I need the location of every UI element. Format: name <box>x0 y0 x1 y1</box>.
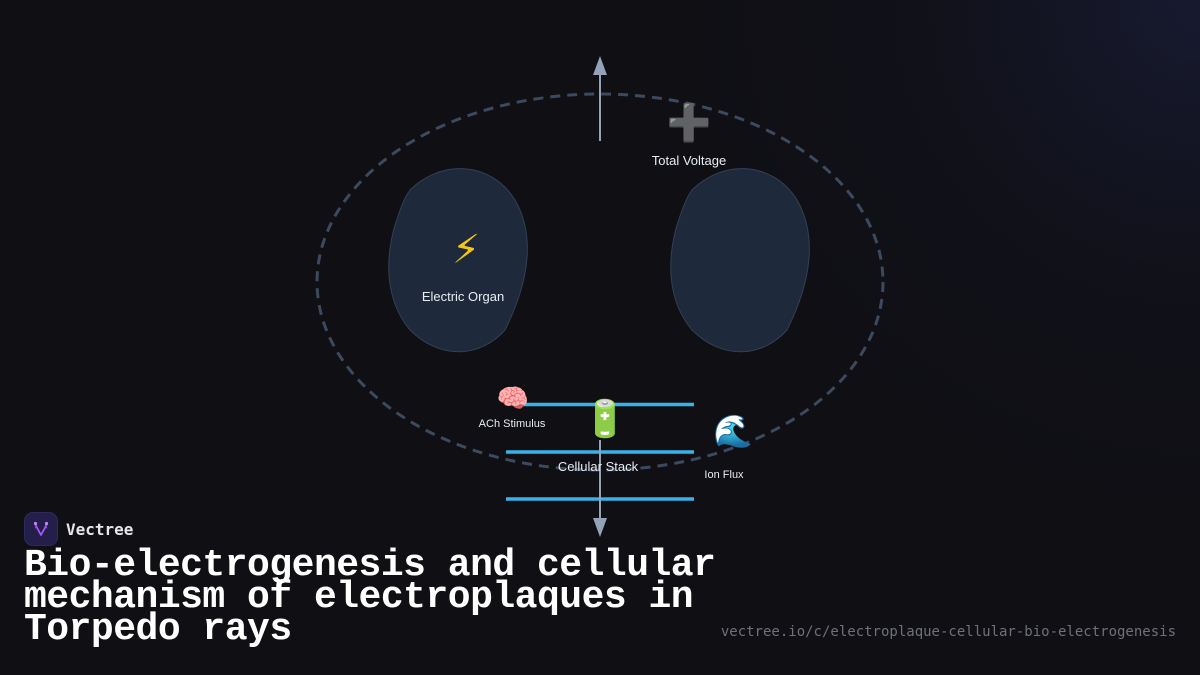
battery-icon: 🔋 <box>582 399 628 440</box>
brand: Vectree <box>24 512 133 546</box>
brand-name: Vectree <box>66 519 134 539</box>
wave-icon: 🌊 <box>713 412 753 450</box>
electric-organ-label: Electric Organ <box>421 289 505 304</box>
vectree-logo-icon <box>24 512 58 546</box>
heavy-plus-icon: ➕ <box>666 103 712 144</box>
ach-stimulus-label: ACh Stimulus <box>478 418 546 430</box>
total-voltage-label: Total Voltage <box>651 153 727 168</box>
current-down-arrowhead <box>593 518 607 537</box>
lightning-icon: ⚡ <box>451 227 481 273</box>
ion-flux-label: Ion Flux <box>704 469 744 481</box>
right-electric-organ-shape <box>670 168 810 353</box>
page-title: Bio-electrogenesis and cellular mechanis… <box>24 544 716 651</box>
cellular-stack-label: Cellular Stack <box>557 459 639 474</box>
left-electric-organ-shape <box>388 168 528 353</box>
voltage-up-arrowhead <box>593 56 607 75</box>
ray-body-outline <box>315 92 885 472</box>
source-url: vectree.io/c/electroplaque-cellular-bio-… <box>720 624 1176 640</box>
brain-icon: 🧠 <box>496 384 530 414</box>
